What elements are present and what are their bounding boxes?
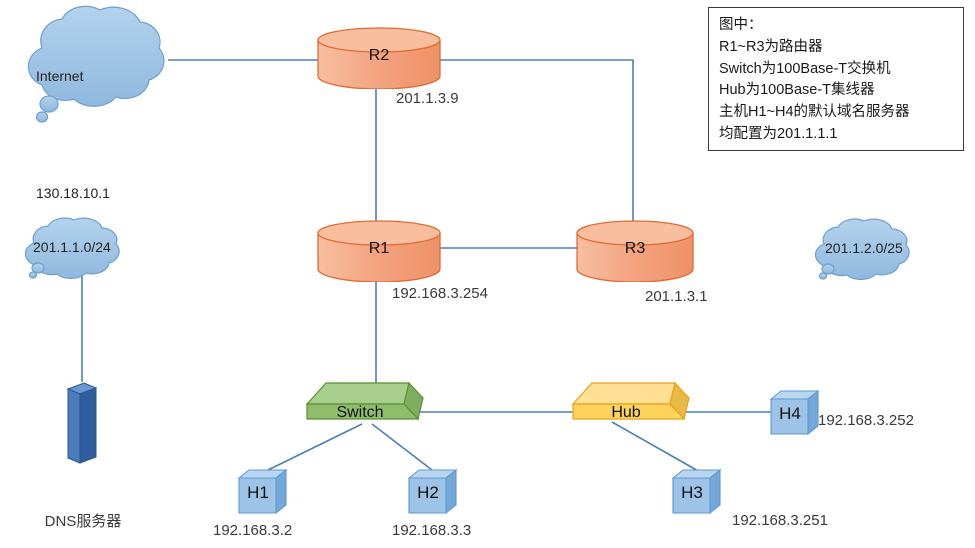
link-hub-h3 bbox=[611, 421, 701, 473]
internet-cloud-name: Internet bbox=[36, 67, 84, 84]
legend-line-1: R1~R3为路由器 bbox=[719, 38, 823, 55]
router-r3[interactable] bbox=[575, 220, 695, 282]
dns-server[interactable] bbox=[62, 381, 102, 467]
host-h4-ip: 192.168.3.252 bbox=[818, 412, 914, 429]
router-r2-ip: 201.1.3.9 bbox=[396, 90, 459, 107]
link-switch-h1 bbox=[267, 423, 363, 471]
host-h3-label: H3 bbox=[681, 483, 703, 502]
router-r1-ip: 192.168.3.254 bbox=[392, 285, 488, 302]
subnet-left-cloud[interactable] bbox=[6, 217, 171, 279]
host-h3-ip: 192.168.3.251 bbox=[732, 512, 828, 529]
host-h4[interactable] bbox=[768, 388, 822, 440]
host-h1[interactable] bbox=[236, 467, 290, 519]
subnet-left-cloud-label: 201.1.1.0/24 bbox=[33, 239, 111, 255]
spacer bbox=[36, 126, 166, 142]
legend-line-2: Switch为100Base-T交换机 bbox=[719, 60, 891, 77]
hub[interactable] bbox=[570, 379, 692, 427]
legend-line-5: 均配置为201.1.1.1 bbox=[719, 125, 838, 142]
router-r2-label: R2 bbox=[368, 47, 390, 64]
router-r3-label: R3 bbox=[624, 240, 646, 257]
link-switch-h2 bbox=[371, 423, 433, 471]
router-r3-ip: 201.1.3.1 bbox=[645, 288, 708, 305]
router-r1[interactable] bbox=[316, 220, 442, 282]
switch-label: Switch bbox=[336, 404, 384, 421]
host-h3[interactable] bbox=[670, 467, 724, 519]
legend-line-0: 图中： bbox=[719, 17, 763, 33]
router-r1-label: R1 bbox=[368, 240, 390, 257]
internet-cloud[interactable] bbox=[4, 4, 180, 134]
router-r2[interactable] bbox=[316, 27, 442, 89]
subnet-right-cloud-label: 201.1.2.0/25 bbox=[825, 240, 903, 256]
subnet-right-cloud[interactable] bbox=[796, 218, 961, 280]
link-r2-r3 bbox=[440, 59, 634, 222]
dns-server-name: DNS服务器 bbox=[44, 513, 122, 530]
legend-line-3: Hub为100Base-T集线器 bbox=[719, 82, 875, 99]
switch[interactable] bbox=[304, 379, 426, 427]
host-h2[interactable] bbox=[406, 467, 460, 519]
internet-cloud-ip: 130.18.10.1 bbox=[36, 185, 110, 202]
legend-line-4: 主机H1~H4的默认域名服务器 bbox=[719, 104, 910, 120]
dns-server-label: DNS服务器 201.1.1.1 bbox=[28, 473, 138, 548]
host-h1-label: H1 bbox=[247, 483, 269, 502]
host-h4-label: H4 bbox=[779, 404, 801, 423]
host-h2-ip: 192.168.3.3 bbox=[392, 522, 472, 539]
hub-label: Hub bbox=[611, 404, 641, 421]
legend-box: 图中： R1~R3为路由器 Switch为100Base-T交换机 Hub为10… bbox=[708, 7, 964, 151]
host-h2-label: H2 bbox=[417, 483, 439, 502]
host-h1-ip: 192.168.3.2 bbox=[213, 522, 293, 539]
